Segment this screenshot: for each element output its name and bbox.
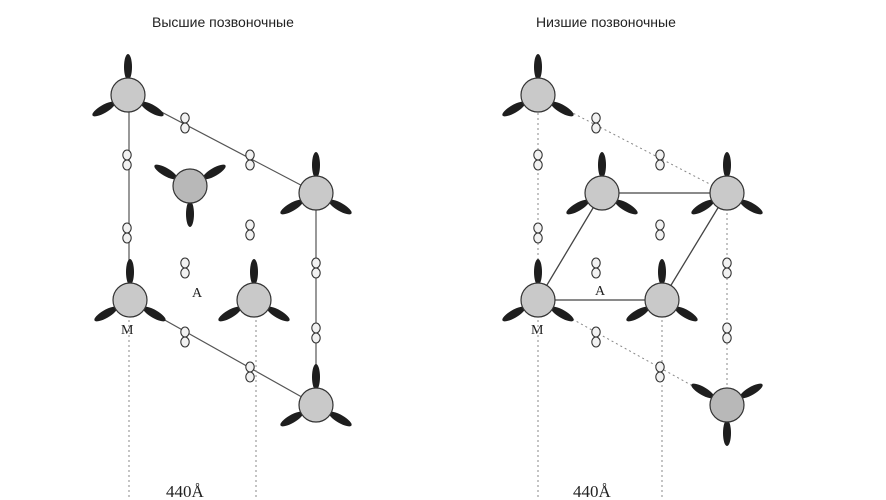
actin-filament (655, 219, 665, 241)
actin-filaments (533, 112, 732, 383)
myosin-filaments (499, 53, 766, 447)
myosin-filament (499, 258, 577, 325)
unit-cell-outline (537, 192, 728, 301)
myosin-filament (499, 53, 577, 120)
actin-filament (245, 361, 255, 383)
myosin-filament (91, 258, 169, 325)
actin-filament (722, 257, 732, 279)
corner-label: M (531, 323, 544, 338)
myosin-filament (688, 151, 766, 218)
myosin-filament (563, 151, 641, 218)
distance-label: 440Å (166, 482, 205, 500)
panel-lower-vertebrates: A M 440Å (499, 53, 766, 500)
actin-filament (722, 322, 732, 344)
myosin-filament (277, 363, 355, 430)
corner-label: M (121, 323, 134, 338)
panel-higher-vertebrates: A M 440Å (89, 53, 355, 500)
actin-filament (591, 326, 601, 348)
myosin-filament (215, 258, 293, 325)
actin-filament (591, 257, 601, 279)
actin-filament (180, 257, 190, 279)
distance-label: 440Å (573, 482, 612, 500)
unit-cell-outline (128, 94, 317, 406)
actin-filament (655, 361, 665, 383)
center-label: A (595, 284, 606, 299)
projection-lines (128, 300, 257, 500)
myosin-filament (277, 151, 355, 218)
actin-filament (533, 149, 543, 171)
myosin-filament (623, 258, 701, 325)
actin-filament (533, 222, 543, 244)
myosin-filament (89, 53, 167, 120)
actin-filament (122, 222, 132, 244)
myosin-filament (688, 380, 766, 447)
center-label: A (192, 286, 203, 301)
actin-filament (180, 326, 190, 348)
myosin-filament (151, 161, 229, 228)
actin-filament (245, 219, 255, 241)
panel-title-higher-vertebrates: Высшие позвоночные (152, 14, 294, 30)
actin-filament (311, 257, 321, 279)
actin-filaments (122, 112, 321, 383)
actin-filament (311, 322, 321, 344)
panel-title-lower-vertebrates: Низшие позвоночные (536, 14, 676, 30)
outer-cell-dashed (537, 94, 728, 500)
actin-filament (122, 149, 132, 171)
